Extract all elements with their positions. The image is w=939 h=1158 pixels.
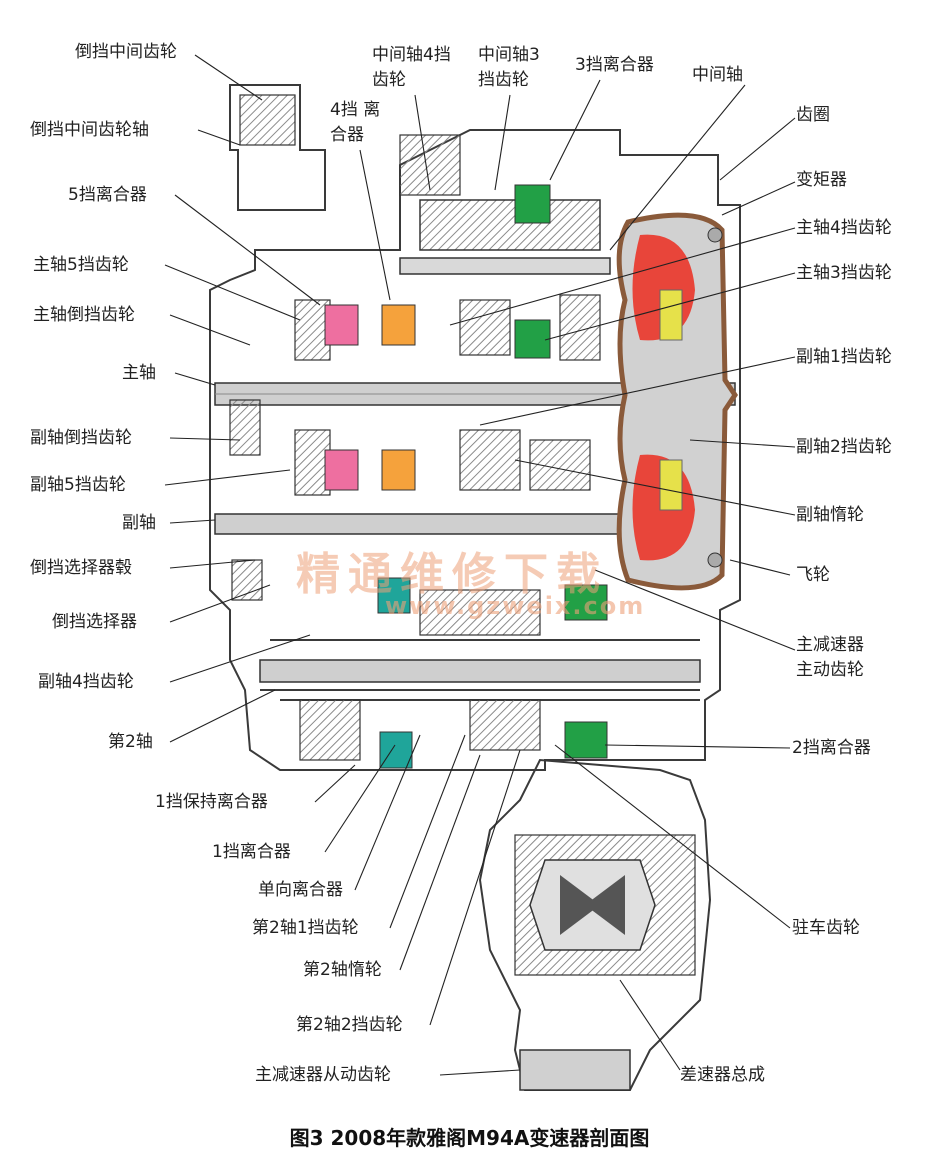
label-main-reverse-gear: 主轴倒挡齿轮	[33, 305, 135, 325]
label-int-shaft-3rd-l2: 挡齿轮	[478, 70, 529, 90]
label-clutch-1st: 1挡离合器	[212, 842, 291, 862]
leader-lines	[164, 54, 796, 1076]
watermark-url: www.gzweix.com	[385, 592, 646, 620]
clutch-packs	[324, 184, 608, 769]
label-clutch-4th-l1: 4挡 离	[330, 100, 381, 120]
label-main-4th-gear: 主轴4挡齿轮	[796, 218, 892, 238]
watermark-text: 精通维修下载	[296, 549, 608, 600]
clutch-teal-lower	[379, 731, 413, 769]
label-main-shaft: 主轴	[122, 363, 156, 383]
label-clutch-2nd: 2挡离合器	[792, 738, 871, 758]
label-main-3rd-gear: 主轴3挡齿轮	[796, 263, 892, 283]
label-final-drive-gear-l1: 主减速器	[796, 635, 864, 655]
label-second-shaft-1st-gear: 第2轴1挡齿轮	[252, 918, 359, 938]
label-counter-shaft: 副轴	[122, 513, 156, 533]
differential	[514, 834, 696, 1091]
torque-converter	[616, 212, 739, 591]
label-differential-assembly: 差速器总成	[680, 1065, 765, 1085]
label-final-driven-gear: 主减速器从动齿轮	[255, 1065, 391, 1085]
label-counter-idler: 副轴惰轮	[796, 505, 864, 525]
label-park-gear: 驻车齿轮	[792, 918, 860, 938]
clutch-green-mid	[564, 584, 608, 621]
clutch-2nd	[564, 721, 608, 759]
label-int-shaft-4th-l2: 齿轮	[372, 70, 406, 90]
label-counter-5th-gear: 副轴5挡齿轮	[30, 475, 126, 495]
label-second-shaft: 第2轴	[108, 732, 153, 752]
label-second-shaft-2nd-gear: 第2轴2挡齿轮	[296, 1015, 403, 1035]
intermediate-shaft	[399, 199, 611, 275]
clutch-teal-upper	[377, 577, 411, 614]
label-counter-reverse-gear: 副轴倒挡齿轮	[30, 428, 132, 448]
label-torque-converter: 变矩器	[796, 170, 847, 190]
clutch-5th-lower	[324, 449, 359, 491]
label-reverse-idler-gear: 倒挡中间齿轮	[75, 42, 177, 62]
label-clutch-5th: 5挡离合器	[68, 185, 147, 205]
label-first-hold-clutch: 1挡保持离合器	[155, 792, 268, 812]
label-one-way-clutch: 单向离合器	[258, 880, 343, 900]
label-final-drive-gear-l2: 主动齿轮	[796, 660, 864, 680]
label-flywheel: 飞轮	[796, 565, 830, 585]
label-reverse-idler-shaft: 倒挡中间齿轮轴	[30, 120, 149, 140]
counter-shaft	[214, 513, 666, 535]
label-reverse-selector: 倒挡选择器	[52, 612, 137, 632]
clutch-5th-upper	[324, 304, 359, 346]
label-int-shaft-3rd-l1: 中间轴3	[478, 45, 540, 65]
label-ring-gear: 齿圈	[796, 105, 830, 125]
label-clutch-4th-l2: 合器	[330, 125, 364, 145]
clutch-3rd-intermediate	[514, 184, 551, 224]
second-shaft	[259, 659, 701, 683]
label-second-shaft-idler: 第2轴惰轮	[303, 960, 382, 980]
label-clutch-3rd: 3挡离合器	[575, 55, 654, 75]
label-int-shaft-4th-l1: 中间轴4挡	[372, 45, 451, 65]
figure-caption: 图3 2008年款雅阁M94A变速器剖面图	[289, 1126, 650, 1150]
label-counter-1st-gear: 副轴1挡齿轮	[796, 347, 892, 367]
clutch-4th-lower	[381, 449, 416, 491]
label-counter-4th-gear: 副轴4挡齿轮	[38, 672, 134, 692]
clutch-4th-upper	[381, 304, 416, 346]
gear-blocks	[229, 94, 601, 761]
label-intermediate-shaft: 中间轴	[692, 65, 743, 85]
clutch-3rd-lower	[514, 319, 551, 359]
label-counter-2nd-gear: 副轴2挡齿轮	[796, 437, 892, 457]
label-main-5th-gear: 主轴5挡齿轮	[33, 255, 129, 275]
label-reverse-selector-hub: 倒挡选择器毂	[30, 558, 132, 578]
